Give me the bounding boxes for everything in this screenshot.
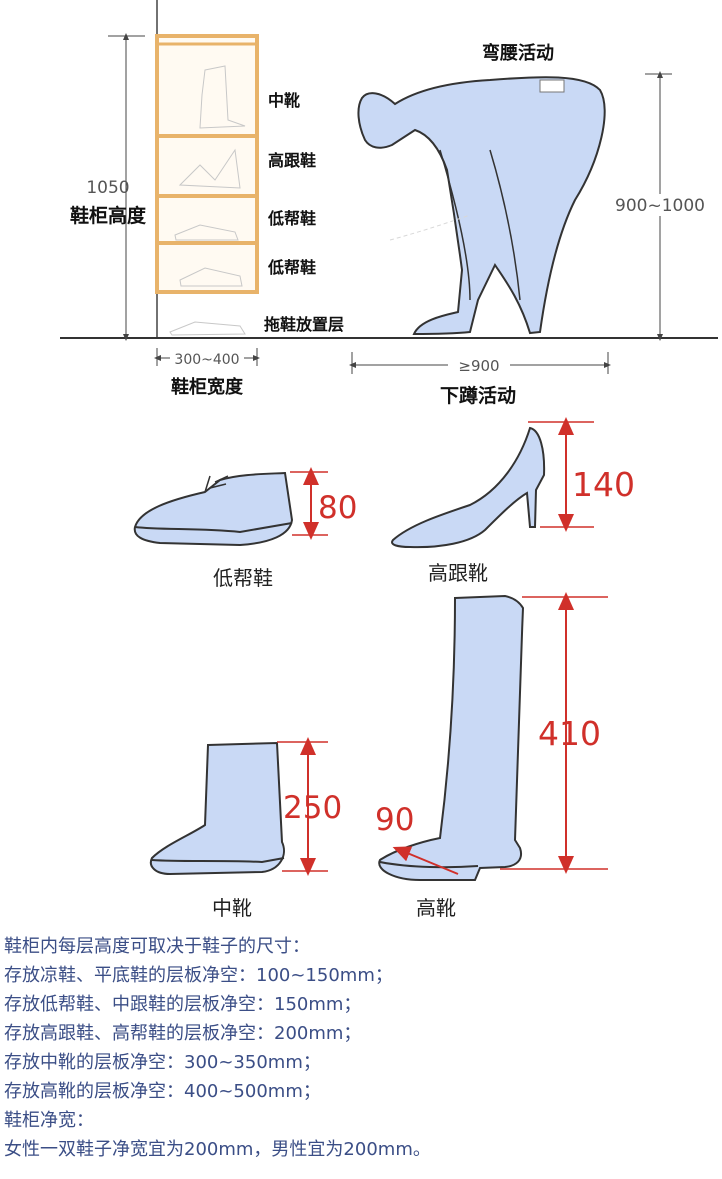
bend-activity-label: 弯腰活动 <box>482 42 554 64</box>
cabinet-width-dim: 300~400 <box>174 352 239 368</box>
shoe-cabinet <box>155 34 259 336</box>
squat-activity-label: 下蹲活动 <box>440 384 516 407</box>
tall-boot-width-dim: 90 <box>375 802 414 838</box>
tall-boot-illustration <box>378 594 525 881</box>
shelf-height-notes: 鞋柜内每层高度可取决于鞋子的尺寸： 存放凉鞋、平底鞋的层板净空：100~150m… <box>4 932 718 1164</box>
low-top-shoe-illustration <box>133 471 294 547</box>
bending-person-figure <box>357 76 606 336</box>
mid-boot-label: 中靴 <box>212 896 252 920</box>
cabinet-width-label: 鞋柜宽度 <box>171 376 244 398</box>
tall-boot-dim: 410 <box>538 714 601 753</box>
tall-boot-label: 高靴 <box>416 896 456 920</box>
high-heel-dim: 140 <box>572 465 635 504</box>
slipper-layer-label: 拖鞋放置层 <box>264 315 344 334</box>
squat-dim: ≥900 <box>458 357 499 375</box>
cabinet-height-value: 1050 <box>86 178 129 198</box>
note-line: 存放高跟鞋、高帮鞋的层板净空：200mm； <box>4 1023 362 1044</box>
shelf-label-low-top-2: 低帮鞋 <box>267 258 316 277</box>
note-line: 存放中靴的层板净空：300~350mm； <box>4 1052 321 1073</box>
shelf-label-mid-boot: 中靴 <box>268 91 300 110</box>
mid-boot-illustration <box>150 741 285 876</box>
cabinet-height-label: 鞋柜高度 <box>70 204 147 227</box>
high-heel-label: 高跟靴 <box>428 561 488 585</box>
shelf-label-high-heel: 高跟鞋 <box>268 151 316 170</box>
note-line: 存放高靴的层板净空：400~500mm； <box>4 1081 321 1102</box>
low-top-dim: 80 <box>318 490 357 526</box>
height-range-dim: 900~1000 <box>615 196 705 216</box>
high-heel-illustration <box>391 426 546 549</box>
note-line: 存放凉鞋、平底鞋的层板净空：100~150mm； <box>4 965 393 986</box>
note-line: 鞋柜内每层高度可取决于鞋子的尺寸： <box>4 936 310 957</box>
note-line: 女性一双鞋子净宽宜为200mm，男性宜为200mm。 <box>4 1139 431 1160</box>
note-line: 鞋柜净宽： <box>4 1110 94 1131</box>
shelf-label-low-top-1: 低帮鞋 <box>267 209 316 228</box>
note-line: 存放低帮鞋、中跟鞋的层板净空：150mm； <box>4 994 362 1015</box>
low-top-label: 低帮鞋 <box>213 566 273 590</box>
tall-boot-width-dim-line <box>392 846 459 875</box>
mid-boot-dim: 250 <box>283 790 342 826</box>
